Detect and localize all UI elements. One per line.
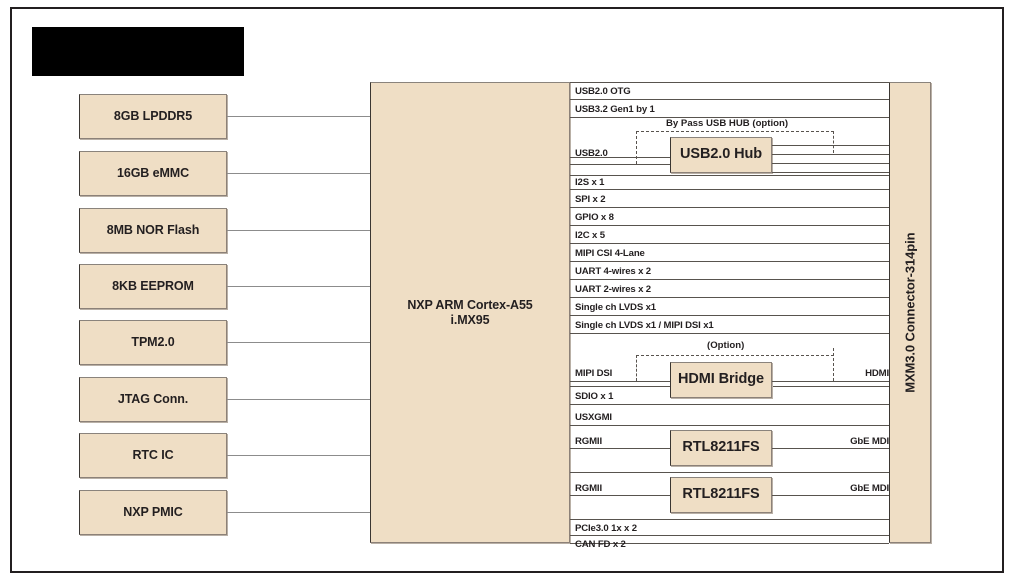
bypass-dash-left [636,131,637,164]
link-lpddr5-soc [227,116,370,117]
mxm-connector-label: MXM3.0 Connector-314pin [902,232,918,393]
chip-label: RTL8211FS [682,486,760,503]
right-label-gbe-mdi-1: GbE MDI [850,436,889,447]
link-soc-phy2 [570,495,670,496]
iface-label-uart4: UART 4-wires x 2 [575,266,651,277]
usbhub-out-3 [772,163,889,164]
row-sep-rgmii2 [570,519,889,520]
redacted-title-block [32,27,244,76]
row-sep-rgmii1 [570,472,889,473]
left-block-jtag[interactable]: JTAG Conn. [79,377,227,422]
left-block-lpddr5[interactable]: 8GB LPDDR5 [79,94,227,139]
row-sep-mipicsi [570,261,889,262]
row-sep-usb20-left [570,157,670,158]
iface-label-spi: SPI x 2 [575,194,606,205]
chip-label: HDMI Bridge [678,371,764,388]
row-sep-usb20 [570,175,889,176]
link-jtag-soc [227,399,370,400]
row-sep-lvds2 [570,333,889,334]
iface-label-lvds-dsi: Single ch LVDS x1 / MIPI DSI x1 [575,320,714,331]
soc-label-line2: i.MX95 [450,312,490,327]
row-sep-uart4 [570,279,889,280]
right-label-hdmi: HDMI [865,368,889,379]
mxm-connector-block[interactable]: MXM3.0 Connector-314pin [889,82,931,543]
row-sep-usb32 [570,117,889,118]
left-block-nor-flash[interactable]: 8MB NOR Flash [79,208,227,253]
link-pmic-soc [227,512,370,513]
iface-label-usb20-otg: USB2.0 OTG [575,86,631,97]
left-block-label: JTAG Conn. [117,392,189,407]
link-phy2-conn [772,495,889,496]
iface-label-i2s: I2S x 1 [575,177,605,188]
row-sep-usxgmi [570,425,889,426]
iface-label-lvds: Single ch LVDS x1 [575,302,656,313]
link-phy1-conn [772,448,889,449]
row-sep-i2c [570,243,889,244]
row-sep-usb20otg [570,99,889,100]
row-sep-bottom [570,543,889,544]
soc-label-line1: NXP ARM Cortex-A55 [407,297,533,312]
chip-label: USB2.0 Hub [680,146,762,163]
chip-usb20-hub[interactable]: USB2.0 Hub [670,137,772,173]
chip-label: RTL8211FS [682,439,760,456]
iface-label-usxgmi: USXGMI [575,412,612,423]
iface-label-canfd: CAN FD x 2 [575,539,626,550]
left-block-label: 8MB NOR Flash [106,223,200,238]
left-block-label: NXP PMIC [123,505,183,520]
row-sep-i2s [570,189,889,190]
row-sep-lvds1 [570,315,889,316]
right-label-gbe-mdi-2: GbE MDI [850,483,889,494]
left-block-eeprom[interactable]: 8KB EEPROM [79,264,227,309]
usbhub-out-2 [772,154,889,155]
link-soc-hdmibridge [570,381,670,382]
iface-label-mipi-dsi: MIPI DSI [575,368,613,379]
iface-label-mipi-csi: MIPI CSI 4-Lane [575,248,645,259]
left-block-emmc[interactable]: 16GB eMMC [79,151,227,196]
left-block-rtc[interactable]: RTC IC [79,433,227,478]
left-block-label: 8KB EEPROM [112,279,194,294]
row-sep-sdio [570,404,889,405]
hdmi-dash-right [833,348,834,381]
link-tpm-soc [227,342,370,343]
row-sep-gpio [570,225,889,226]
iface-label-sdio: SDIO x 1 [575,391,614,402]
annotation-bypass-usb-hub: By Pass USB HUB (option) [666,118,789,129]
iface-label-rgmii-1: RGMII [575,436,602,447]
iface-label-uart2: UART 2-wires x 2 [575,284,651,295]
hdmi-dash-top [636,355,834,356]
left-block-label: 8GB LPDDR5 [113,109,193,124]
row-sep-uart2 [570,297,889,298]
row-sep-top [570,82,889,83]
usbhub-out-1 [772,145,889,146]
hdmi-dash-left [636,355,637,381]
chip-rtl8211fs-1[interactable]: RTL8211FS [670,430,772,466]
left-block-tpm[interactable]: TPM2.0 [79,320,227,365]
iface-label-rgmii-2: RGMII [575,483,602,494]
iface-label-usb32: USB3.2 Gen1 by 1 [575,104,655,115]
soc-block[interactable]: NXP ARM Cortex-A55 i.MX95 [370,82,570,543]
annotation-option-hdmi: (Option) [707,340,745,351]
link-eeprom-soc [227,286,370,287]
iface-label-pcie: PCIe3.0 1x x 2 [575,523,637,534]
left-block-label: 16GB eMMC [116,166,190,181]
iface-label-gpio: GPIO x 8 [575,212,614,223]
left-block-label: TPM2.0 [131,335,175,350]
left-block-pmic[interactable]: NXP PMIC [79,490,227,535]
usbhub-out-4 [772,172,889,173]
iface-label-usb20: USB2.0 [575,148,608,159]
row-sep-pcie [570,535,889,536]
link-soc-usbhub [570,164,670,165]
link-emmc-soc [227,173,370,174]
link-hdmibridge-conn [772,381,889,382]
chip-rtl8211fs-2[interactable]: RTL8211FS [670,477,772,513]
iface-label-i2c: I2C x 5 [575,230,605,241]
bypass-dash-top [636,131,834,132]
row-sep-spi [570,207,889,208]
chip-hdmi-bridge[interactable]: HDMI Bridge [670,362,772,398]
link-rtc-soc [227,455,370,456]
link-soc-phy1 [570,448,670,449]
bypass-dash-right [833,131,834,153]
left-block-label: RTC IC [132,448,174,463]
link-norflash-soc [227,230,370,231]
